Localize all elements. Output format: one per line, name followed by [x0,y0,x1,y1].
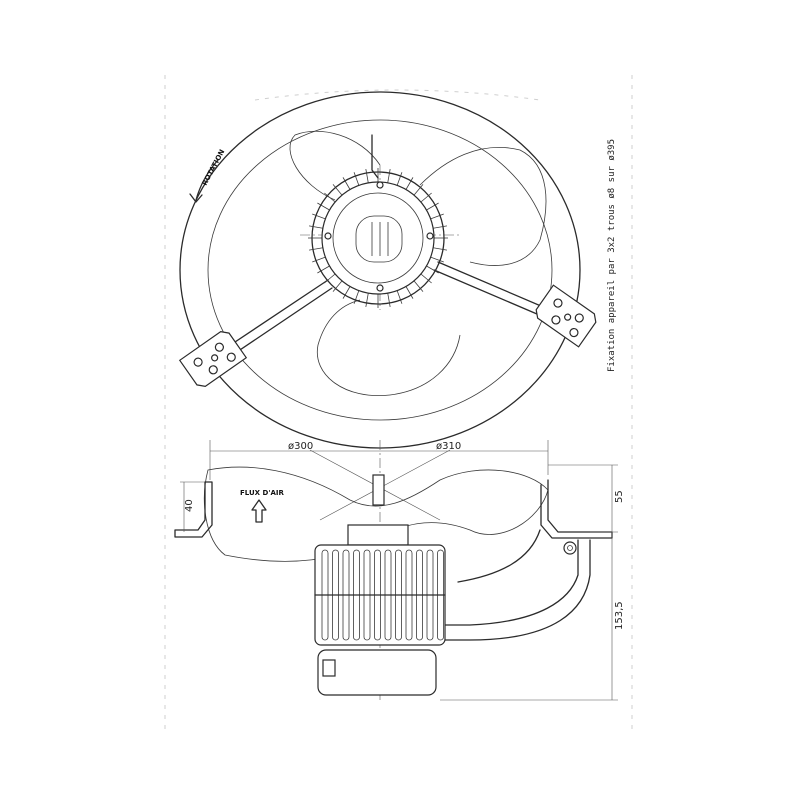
hub-fin [317,202,330,211]
hub-fin [430,256,444,263]
motor-cable-gland [322,659,336,677]
hub-fin [353,172,360,186]
hub-fin [342,286,351,299]
hub-fin [420,273,432,284]
hub-outer-disc [321,181,435,295]
motor-lower-cylinder [317,649,437,696]
motor-hub [308,134,448,308]
hub-fin [420,192,432,203]
dim-label-40: 40 [184,499,195,512]
hub-fin [396,290,403,304]
rotation-indicator: ROTATION [189,148,227,203]
side-housing-arm [457,529,541,583]
hub-fin [324,192,336,203]
hub-fin [413,280,424,292]
rotation-label: ROTATION [201,148,227,187]
side-bracket-left [174,481,213,538]
blade-lower [316,299,461,397]
side-housing-curve-inner [444,539,579,626]
hub-fin [387,293,391,308]
inner-ring [207,119,553,421]
air-flow-arrow-icon [251,499,267,523]
hub-fin [365,168,369,183]
hub-fin [430,213,444,220]
support-arm-left-b [224,287,333,361]
power-cable [371,134,379,179]
hub-fin [365,293,369,308]
side-screw-right-inner [567,545,573,551]
hub-inner-disc [332,192,424,284]
motor-top-cap [347,524,409,546]
blade-upper-left [289,130,381,201]
hub-screw-bottom [376,284,384,292]
hub-screw-left [324,232,332,240]
blade-upper-right [419,146,547,266]
motor-shaft [372,474,385,506]
air-flow-label: FLUX D'AIR [240,489,284,497]
fixation-note: Fixation appareil par 3x2 trous ø8 sur ø… [607,139,617,372]
dim-label-153: 153,5 [614,601,625,630]
hub-fin [405,286,414,299]
hub-fin [308,247,323,251]
hub-fin [332,280,343,292]
blade-profile [203,466,549,562]
hub-fin [312,256,326,263]
hub-screw-top [376,181,384,189]
hub-fin [387,168,391,183]
hub-screw-right [426,232,434,240]
bracket-right [535,284,597,348]
hub-fin [426,265,439,274]
motor-body [314,524,446,696]
hub-fin [433,225,448,229]
hub-fin [405,177,414,190]
hub-fin [353,290,360,304]
side-screw-right [563,541,577,555]
hub-fin [317,265,330,274]
hub-fin [396,172,403,186]
side-view: ø300 ø310 FLUX D'AIR [174,440,625,701]
hub-fin [324,273,336,284]
hub-fin [312,213,326,220]
hub-cooling-fins [308,168,448,308]
hub-fin [433,247,448,251]
side-housing-curve [444,539,591,641]
rotation-arrow-head-icon [189,193,203,203]
frame-top-arc [254,89,541,101]
hub-fin [426,202,439,211]
hub-fin [342,177,351,190]
front-view: ROTATION [178,91,597,449]
hub-fin [332,184,343,196]
dim-label-55: 55 [614,490,625,503]
hub-center-plate [355,215,403,263]
support-arm-left-a [219,279,329,353]
hub-fin [308,225,323,229]
dim-label-300: ø300 [288,441,313,452]
side-bracket-right [540,479,613,539]
diag-guide-2 [319,449,451,521]
dim-label-310: ø310 [436,441,461,452]
hub-fin [413,184,424,196]
bracket-left [178,331,248,387]
rotation-arrow-icon [195,159,219,201]
